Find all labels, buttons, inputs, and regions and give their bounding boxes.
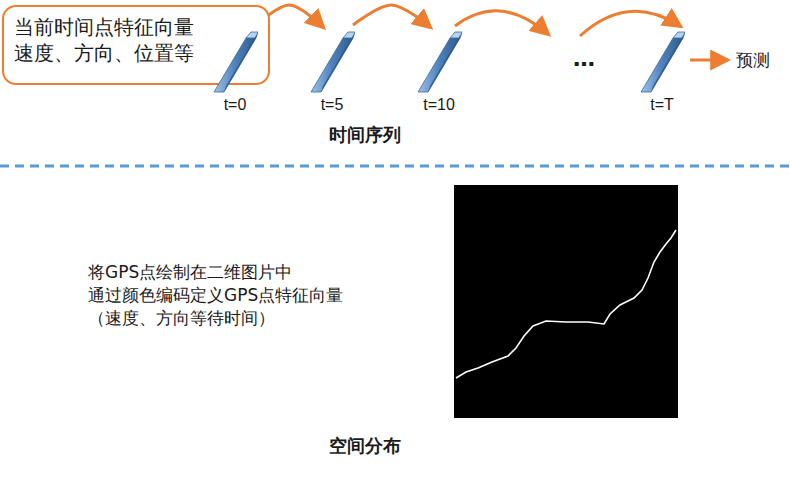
gps-trace [456,230,676,378]
predict-arrow [690,59,727,62]
time-label: t=10 [423,96,455,114]
description-text: 将GPS点绘制在二维图片中 通过颜色编码定义GPS点特征向量 （速度、方向等待时… [88,261,370,330]
ellipsis: … [573,44,595,74]
slab-shape [416,28,462,94]
sequence-arrow [580,11,680,36]
sequence-arrow [455,11,548,34]
box-text: 当前时间点特征向量 速度、方向、位置等 [14,14,214,67]
time-slab: t=T [639,28,685,94]
time-slab: t=5 [309,28,355,94]
slab-shape [212,28,258,94]
time-label: t=0 [224,96,247,114]
time-label: t=5 [321,96,344,114]
predict-label: 预测 [736,49,770,72]
time-slab: t=0 [212,28,258,94]
separator-line [0,165,790,168]
time-slab: t=10 [416,28,462,94]
slab-shape [639,28,685,94]
time-label: t=T [650,96,674,114]
slab-shape [309,28,355,94]
sequence-arrow [353,5,430,27]
section-title: 时间序列 [329,123,401,147]
section-title: 空间分布 [329,434,401,458]
gps-image [454,185,678,418]
